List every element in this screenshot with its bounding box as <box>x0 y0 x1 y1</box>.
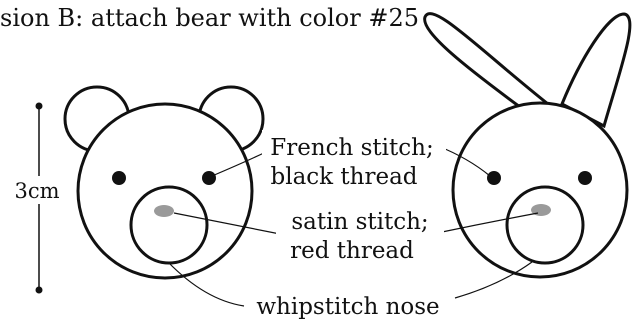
measure-top-dot <box>36 103 43 110</box>
eye-callout-line1: French stitch; <box>270 135 433 161</box>
bunny-left-eye <box>487 171 501 185</box>
bear-left-eye <box>112 171 126 185</box>
nose-callout-line1: satin stitch; <box>291 209 428 235</box>
measure-label: 3cm <box>14 179 59 203</box>
bear-nose <box>154 205 174 217</box>
bunny-right-eye <box>578 171 592 185</box>
bear-muzzle <box>131 187 207 263</box>
measure-bottom-dot <box>36 287 43 294</box>
measure-indicator: 3cm <box>8 103 68 294</box>
callouts: French stitch; black thread satin stitch… <box>256 130 446 320</box>
nose-callout-line2: red thread <box>290 238 414 264</box>
bear-right-eye <box>202 171 216 185</box>
bunny-muzzle <box>507 187 583 263</box>
bear-face <box>65 87 263 278</box>
bunny-face <box>425 14 630 277</box>
diagram-caption: sion B: attach bear with color #25 <box>0 4 419 32</box>
bunny-left-ear <box>425 14 548 107</box>
eye-callout-line2: black thread <box>270 164 417 190</box>
muzzle-callout: whipstitch nose <box>256 294 439 320</box>
